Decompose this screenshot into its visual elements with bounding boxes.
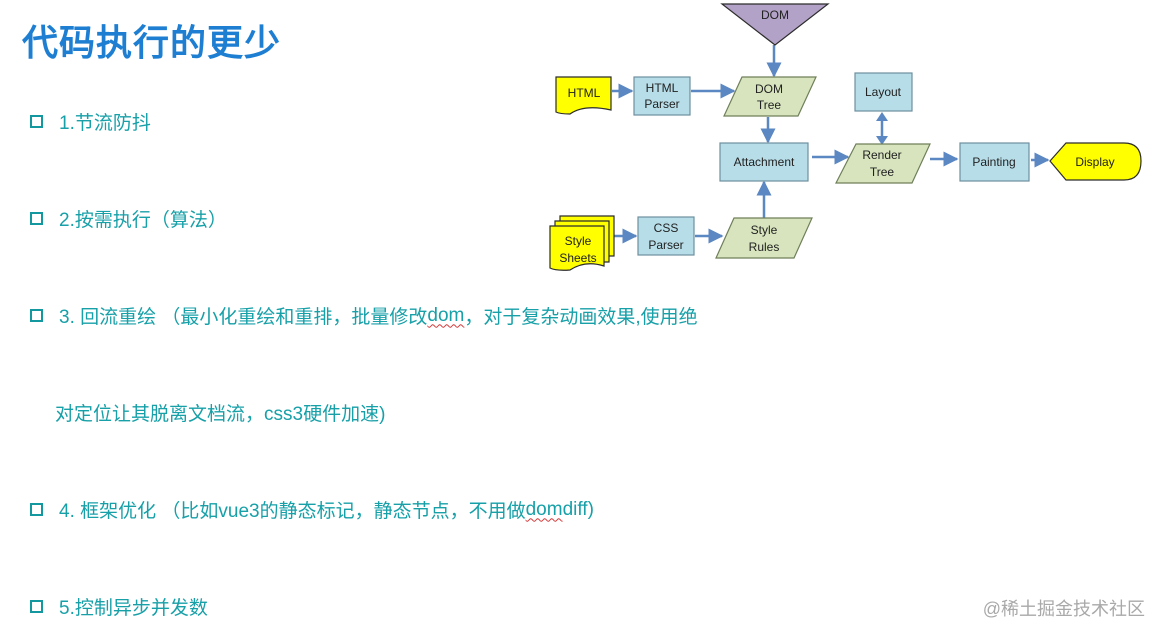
html-parser-line1: HTML [646,81,679,95]
dom-label: DOM [761,8,789,22]
painting-node [959,142,1030,182]
bullet-item-3-continuation: 对定位让其脱离文档流，css3硬件加速) [55,404,386,425]
style-sheets-node [549,215,615,271]
dom-tree-line1: DOM [755,82,783,96]
flow-arrows [612,45,1050,244]
css-parser-line1: CSS [654,221,679,235]
painting-label: Painting [972,155,1015,169]
bullet-text: 2.按需执行（算法） [59,210,227,231]
html-parser-line2: Parser [644,97,679,111]
bullet-item-1: 1.节流防抖 [30,108,151,135]
attachment-label: Attachment [734,155,795,169]
style-rules-node [715,217,813,259]
bullet-item-5: 5.控制异步并发数 [30,593,208,620]
style-rules-line1: Style [751,223,778,237]
css-parser-node [637,216,695,256]
arrow-layout-rendertree [876,112,888,145]
dom-tree-node [723,76,817,117]
style-sheets-line2: Sheets [559,251,596,265]
bullet-text-post: ，对于复杂动画效果,使用绝 [464,307,698,328]
dom-tree-line2: Tree [757,98,782,112]
bullet-text: 5.控制异步并发数 [59,598,208,619]
html-parser-node [633,76,691,116]
bullet-text-pre: 4. 框架优化 （比如vue3的静态标记，静态节点，不用做 [59,501,526,522]
watermark: @稀土掘金技术社区 [982,599,1145,619]
style-rules-line2: Rules [749,240,780,254]
bullet-text-pre: 3. 回流重绘 （最小化重绘和重排，批量修改 [59,307,428,328]
layout-node [854,72,913,112]
render-tree-line2: Tree [870,165,895,179]
css-parser-line2: Parser [648,238,683,252]
square-bullet-icon [30,309,43,322]
square-bullet-icon [30,600,43,613]
bullet-text: 1.节流防抖 [59,113,151,134]
square-bullet-icon [30,503,43,516]
render-tree-line1: Render [862,148,901,162]
display-label: Display [1075,155,1114,169]
page-title: 代码执行的更少 [22,22,282,63]
attachment-node [719,142,809,182]
square-bullet-icon [30,115,43,128]
html-document-node [555,76,612,115]
bullet-text-post: diff) [562,498,594,520]
style-sheets-line1: Style [565,234,592,248]
bullet-text-mark: dom [427,304,465,326]
dom-node [720,3,830,46]
bullet-item-2: 2.按需执行（算法） [30,205,227,232]
html-label: HTML [568,86,601,100]
render-tree-node [835,143,931,184]
bullet-text-mark: dom [525,498,563,520]
layout-label: Layout [865,85,902,99]
square-bullet-icon [30,212,43,225]
display-node [1049,142,1142,181]
